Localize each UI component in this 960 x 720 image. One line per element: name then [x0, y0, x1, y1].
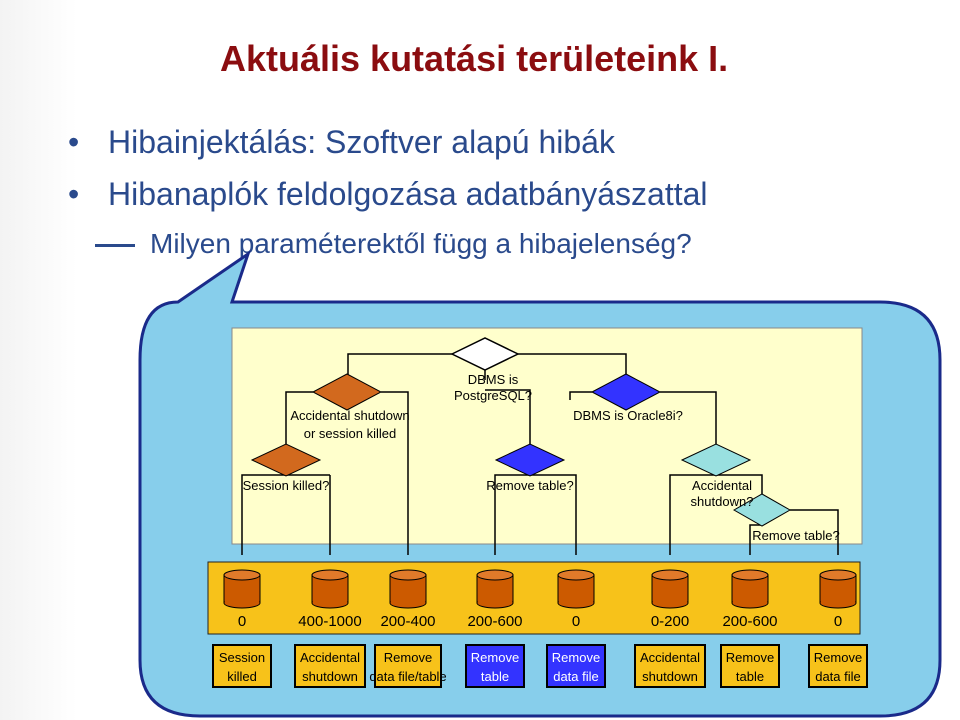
leaf-label-line2: data file/table [369, 669, 446, 684]
leaf-label-box [546, 644, 606, 688]
leaf-label-box [294, 644, 366, 688]
leaf-label-line2: killed [227, 669, 257, 684]
accidental-shutdown-node [680, 443, 752, 477]
leaf-label-line2: data file [553, 669, 599, 684]
accidental-or-killed-label-line2: or session killed [304, 426, 397, 441]
leaf-cylinder-top [819, 569, 857, 581]
remove-table-node [494, 443, 566, 477]
leaf-cylinder-top [223, 569, 261, 581]
leaf-label-line2: data file [815, 669, 861, 684]
leaf-value: 200-400 [380, 613, 435, 630]
leaf-value: 0 [834, 613, 842, 630]
leaf-value: 200-600 [467, 613, 522, 630]
leaf-value: 400-1000 [298, 613, 361, 630]
slide-title: Aktuális kutatási területeink I. [220, 38, 729, 79]
accidental-or-killed-node [311, 373, 383, 411]
leaf-label-box [465, 644, 525, 688]
leaf-value: 0 [572, 613, 580, 630]
leaf-label-line1: Remove [384, 650, 432, 665]
leaf-label-line1: Remove [552, 650, 600, 665]
leaf-cylinder-fill [390, 595, 426, 603]
leaf-label-line2: shutdown [302, 669, 358, 684]
leaf-label-line2: shutdown [642, 669, 698, 684]
leaf-cylinder-fill [312, 595, 348, 603]
root-label-line2: PostgreSQL? [454, 388, 532, 403]
leaf-value: 0-200 [651, 613, 689, 630]
leaf-label-line1: Accidental [640, 650, 700, 665]
remove-table-2-label: Remove table? [752, 528, 839, 543]
leaf-label-line2: table [736, 669, 764, 684]
leaf-cylinder-top [311, 569, 349, 581]
accidental-or-killed-label-line1: Accidental shutdown [290, 408, 409, 423]
leaf-cylinder-fill [652, 595, 688, 603]
oracle-label: DBMS is Oracle8i? [573, 408, 683, 423]
leaf-label-box [374, 644, 442, 688]
leaf-cylinder-top [557, 569, 595, 581]
remove-table-node-2 [732, 493, 792, 527]
bullet-text: Hibainjektálás: Szoftver alapú hibák [108, 124, 615, 160]
session-killed-label: Session killed? [243, 478, 330, 493]
sub-bullet: Milyen paraméterektől függ a hibajelensé… [95, 228, 692, 260]
leaf-cylinder-top [476, 569, 514, 581]
session-killed-node [250, 443, 322, 477]
bullet-text: Hibanaplók feldolgozása adatbányászattal [108, 176, 708, 212]
bullet-dot-icon: • [68, 124, 80, 160]
oracle-node [590, 373, 662, 411]
leaf-label-line2: table [481, 669, 509, 684]
sub-bullet-text: Milyen paraméterektől függ a hibajelensé… [150, 228, 692, 259]
leaf-label-box [634, 644, 706, 688]
tree-connectors [241, 353, 839, 555]
leaf-label-line1: Session [219, 650, 265, 665]
leaf-cylinder-top [731, 569, 769, 581]
leaf-value: 0 [238, 613, 246, 630]
root-label-line1: DBMS is [468, 372, 519, 387]
bullet-dot-icon: • [68, 176, 80, 212]
bullet-fault-injection: • Hibainjektálás: Szoftver alapú hibák [68, 124, 615, 161]
leaf-cylinder-fill [732, 595, 768, 603]
leaf-label-line1: Remove [471, 650, 519, 665]
bullet-log-mining: • Hibanaplók feldolgozása adatbányászatt… [68, 176, 708, 213]
leaf-cylinder-fill [820, 595, 856, 603]
leaf-cylinder-top [651, 569, 689, 581]
remove-table-label: Remove table? [486, 478, 573, 493]
leaf-label-line1: Remove [814, 650, 862, 665]
dash-icon [95, 244, 135, 247]
accidental-shutdown-label-line2: shutdown? [691, 494, 754, 509]
leaf-cylinder-top [389, 569, 427, 581]
leaf-label-line1: Remove [726, 650, 774, 665]
root-decision-node [450, 337, 520, 371]
leaf-cylinder-fill [224, 595, 260, 603]
leaf-cylinder-fill [477, 595, 513, 603]
leaf-value: 200-600 [722, 613, 777, 630]
leaf-label-box [808, 644, 868, 688]
leaf-label-box [212, 644, 272, 688]
leaf-label-line1: Accidental [300, 650, 360, 665]
leaf-label-box [720, 644, 780, 688]
leaf-cylinder-fill [558, 595, 594, 603]
accidental-shutdown-label-line1: Accidental [692, 478, 752, 493]
